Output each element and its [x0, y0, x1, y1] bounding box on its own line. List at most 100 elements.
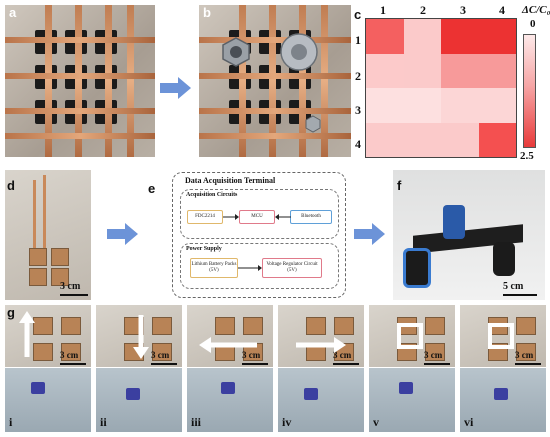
arrow-right-icon [354, 223, 385, 245]
electrode-pad [334, 317, 354, 335]
bolt-head-icon [280, 33, 318, 71]
panel-label-d: d [7, 178, 15, 193]
electrode-pad [152, 343, 172, 361]
heatmap-row-label: 4 [355, 137, 361, 151]
data-acquisition-terminal-box [172, 172, 346, 298]
arrow-left-icon [275, 214, 291, 220]
heatmap-cell [441, 19, 479, 54]
sequence-car-photo: v [369, 368, 455, 432]
heatmap-cell [366, 122, 404, 157]
scale-label-g: 3 cm [333, 350, 352, 360]
electrode-pad [61, 343, 81, 361]
heatmap-cell [478, 53, 516, 88]
electrode-pad [152, 317, 172, 335]
scale-label-g: 3 cm [242, 350, 261, 360]
electrode-pad [33, 343, 53, 361]
fdc2214-block: FDC2214 [187, 210, 223, 224]
battery-block: Lithium Battery Packs (5V) [190, 258, 238, 278]
square-gesture-icon [488, 323, 514, 349]
scale-bar [151, 363, 177, 365]
sequence-step-label: iii [191, 415, 202, 429]
heatmap-row-label: 3 [355, 103, 361, 117]
scale-bar [515, 363, 541, 365]
heatmap-row-label: 1 [355, 33, 361, 47]
panel-d-photo [5, 170, 91, 300]
heatmap-cell [441, 122, 479, 157]
power-supply-box [180, 243, 339, 289]
copper-strip [105, 5, 112, 157]
heatmap-col-label: 3 [460, 3, 466, 17]
electrode-pad [516, 317, 536, 335]
electrode-pad [425, 343, 445, 361]
sequence-sensor-photo: 3 cm [96, 305, 182, 367]
acquisition-circuits-title: Acquisition Circuits [186, 192, 238, 198]
sequence-car-photo: ii [96, 368, 182, 432]
heatmap-col-label: 2 [420, 3, 426, 17]
sequence-step-label: vi [464, 415, 474, 429]
heatmap-cell [403, 88, 441, 123]
copper-strip [5, 133, 155, 139]
sequence-sensor-photo: 3 cm [5, 305, 91, 367]
small-nut-icon [305, 115, 321, 133]
scale-label-d: 3 cm [60, 281, 81, 292]
heatmap-cell [403, 53, 441, 88]
copper-strip [5, 37, 155, 43]
scale-label-g: 3 cm [151, 350, 170, 360]
heatmap-col-label: 1 [380, 3, 386, 17]
copper-strip [75, 5, 82, 157]
hex-nut-icon [222, 37, 250, 67]
electrode-pad [61, 317, 81, 335]
heatmap-cell [478, 88, 516, 123]
heatmap-cell [403, 19, 441, 54]
arrow-left-icon [199, 337, 257, 353]
heatmap-cell [366, 88, 404, 123]
colorbar-top-label: 0 [530, 18, 536, 30]
square-gesture-icon [397, 323, 423, 349]
mcu-block: MCU [239, 210, 275, 224]
copper-strip [199, 133, 351, 139]
colorbar-bottom-label: 2.5 [520, 150, 534, 162]
scale-label-g: 3 cm [424, 350, 443, 360]
acquisition-circuits-box [180, 189, 339, 239]
scale-bar [503, 294, 537, 296]
copper-strip [269, 5, 276, 157]
heatmap-cell [366, 19, 404, 54]
panel-label-c: c [354, 7, 362, 22]
robot-car [304, 388, 318, 400]
colorbar [523, 34, 536, 148]
sequence-step-label: i [9, 415, 13, 429]
scale-label-f: 5 cm [503, 281, 524, 292]
panel-label-b: b [203, 5, 211, 20]
heatmap-cell [478, 19, 516, 54]
copper-strip [239, 5, 246, 157]
sequence-sensor-photo: 3 cm [369, 305, 455, 367]
panel-b-photo [199, 5, 351, 157]
electrode-pad [33, 317, 53, 335]
arrow-right-icon [238, 265, 262, 271]
copper-strip [45, 5, 52, 157]
heatmap-cell [366, 53, 404, 88]
electrode-pad [516, 343, 536, 361]
panel-a-photo [5, 5, 155, 157]
robot-car [126, 388, 140, 400]
sequence-car-photo: vi [460, 368, 546, 432]
sequence-step-label: v [373, 415, 379, 429]
bluetooth-block: Bluetooth [290, 210, 332, 224]
robot-car [31, 382, 45, 394]
sequence-car-photo: iii [187, 368, 273, 432]
sequence-sensor-photo: 3 cm [460, 305, 546, 367]
panel-label-e: e [148, 181, 156, 196]
heatmap-cell [441, 88, 479, 123]
arrow-right-icon [107, 223, 138, 245]
sequence-sensor-photo: 3 cm [187, 305, 273, 367]
copper-strip [199, 73, 351, 79]
heatmap-col-label: 4 [499, 3, 505, 17]
sequence-car-photo: iv [278, 368, 364, 432]
panel-label-a: a [9, 5, 17, 20]
copper-strip [5, 73, 155, 79]
scale-bar [242, 363, 268, 365]
sequence-sensor-photo: 3 cm [278, 305, 364, 367]
arrow-right-icon [296, 337, 346, 353]
colorbar-title: ΔC/C₀ [522, 4, 550, 16]
copper-strip [127, 5, 134, 157]
